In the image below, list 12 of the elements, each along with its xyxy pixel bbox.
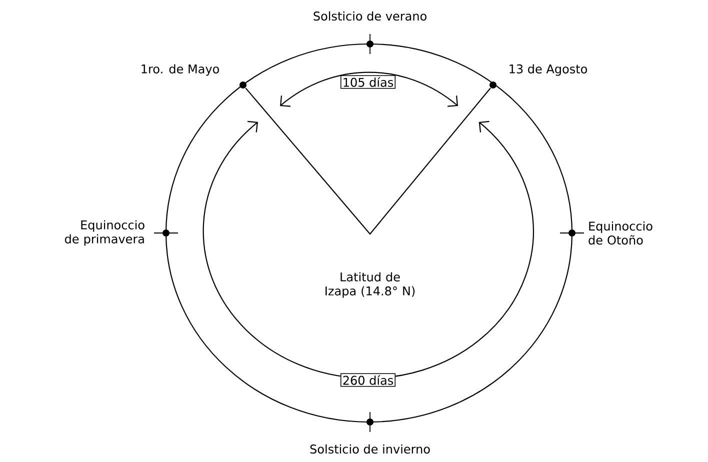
point-label: 1ro. de Mayo: [142, 64, 219, 76]
edge-label: 105 días: [340, 75, 396, 89]
arrow: [203, 120, 534, 379]
point-label: Solsticio de invierno: [310, 444, 430, 454]
sight-line: [245, 88, 491, 235]
arrow: [280, 72, 458, 107]
edge-label: 260 días: [340, 373, 396, 387]
point-label: Solsticio de verano: [314, 11, 426, 21]
center-label: Latitud de Izapa (14.8° N): [326, 272, 415, 298]
point-label: Equinoccio de primavera: [64, 220, 144, 246]
point-label: Equinoccio de Otoño: [588, 221, 652, 245]
point-label: 13 de Agosto: [510, 64, 588, 76]
